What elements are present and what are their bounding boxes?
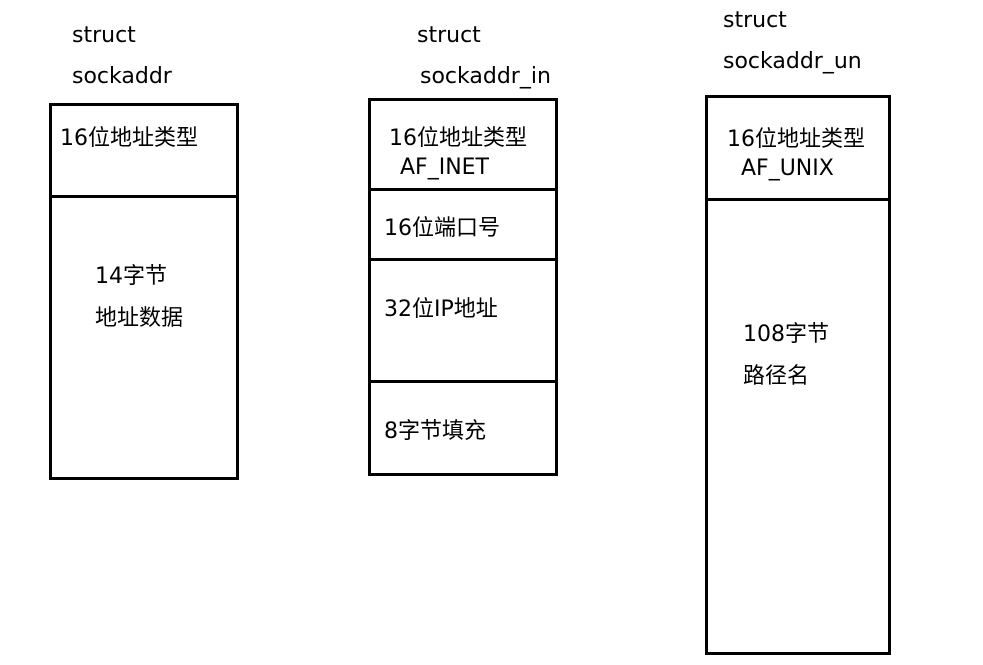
field-label: 16位端口号 [384,216,500,241]
field-address-family: 16位地址类型 AF_INET [371,101,555,188]
field-address-data: 14字节 地址数据 [52,195,236,477]
field-path-name: 108字节 路径名 [708,198,888,652]
struct-keyword: struct [417,23,481,48]
struct-keyword: struct [72,23,136,48]
field-label: 16位地址类型 [727,127,865,152]
struct-sockaddr-in-box: 16位地址类型 AF_INET 16位端口号 32位IP地址 8字节填充 [368,98,558,476]
field-port: 16位端口号 [371,188,555,258]
struct-sockaddr-in-caption: struct sockaddr_in [417,15,551,97]
field-label: 108字节 [743,322,829,347]
field-label: 14字节 [95,264,167,289]
struct-sockaddr-un-box: 16位地址类型 AF_UNIX 108字节 路径名 [705,95,891,655]
field-label: 地址数据 [95,306,184,331]
field-label: 16位地址类型 [389,126,527,151]
field-address-family: 16位地址类型 AF_UNIX [708,98,888,198]
struct-sockaddr-box: 16位地址类型 14字节 地址数据 [49,103,239,480]
field-padding: 8字节填充 [371,380,555,473]
struct-sockaddr-caption: struct sockaddr [72,15,172,97]
struct-name: sockaddr_un [723,49,862,74]
struct-sockaddr-un-caption: struct sockaddr_un [723,0,862,82]
struct-name: sockaddr [72,64,172,89]
struct-name: sockaddr_in [420,64,551,89]
field-ip-address: 32位IP地址 [371,258,555,380]
field-constant: AF_UNIX [741,156,834,181]
field-constant: AF_INET [400,155,489,180]
field-address-family: 16位地址类型 [52,106,236,195]
field-label: 路径名 [743,364,810,389]
field-label: 8字节填充 [384,419,486,444]
field-label: 32位IP地址 [384,297,498,322]
field-label: 16位地址类型 [60,126,198,151]
struct-keyword: struct [723,8,787,33]
